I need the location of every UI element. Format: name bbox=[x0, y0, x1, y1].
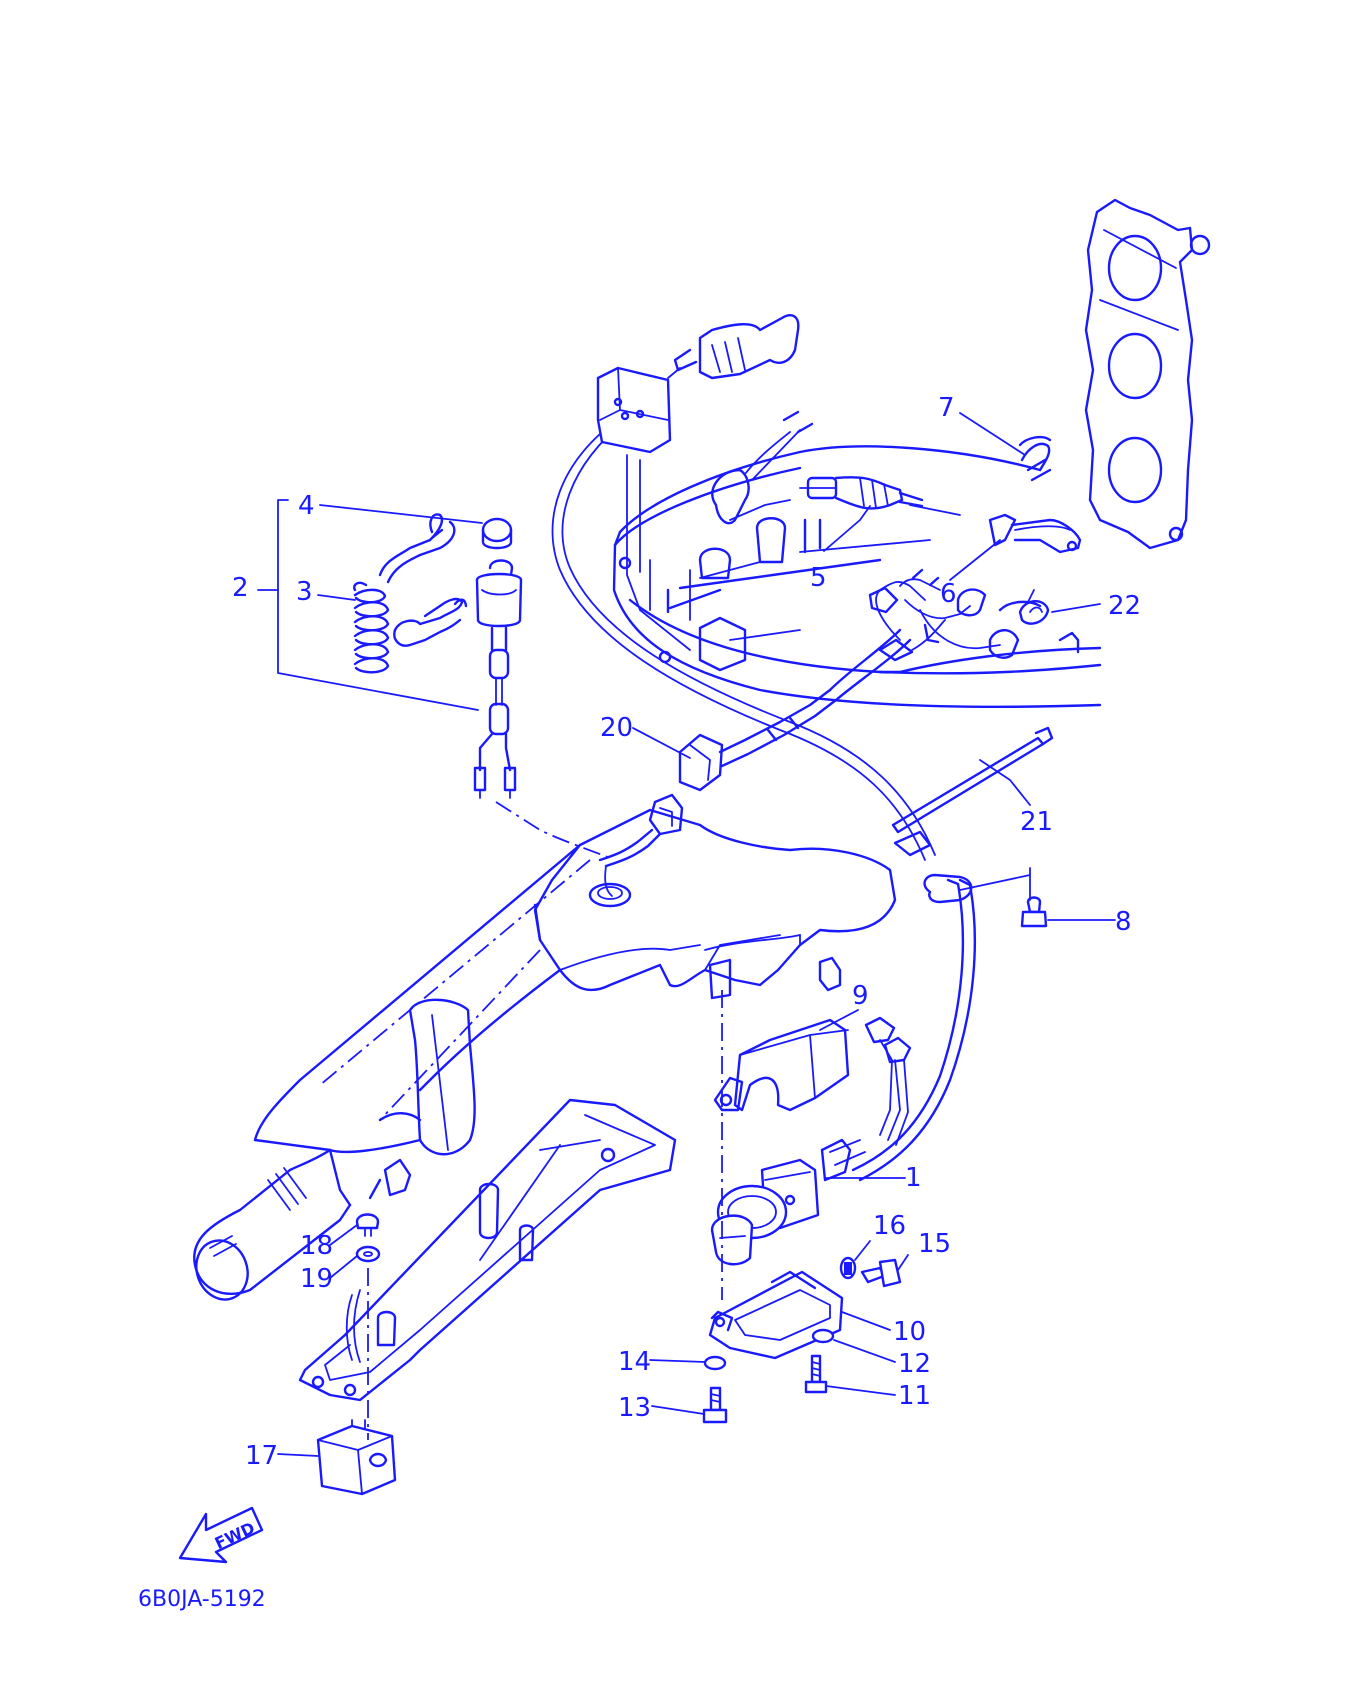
switch-cover bbox=[708, 1270, 844, 1360]
switch-wiring bbox=[711, 410, 961, 525]
stop-switch-assembly bbox=[277, 499, 523, 799]
callout-17: 17 bbox=[245, 1441, 278, 1471]
callout-2: 2 bbox=[232, 573, 249, 603]
drawing-code: 6B0JA-5192 bbox=[138, 1587, 266, 1612]
callout-8: 8 bbox=[1115, 907, 1132, 937]
fasteners bbox=[316, 896, 1048, 1496]
tiller-handle bbox=[193, 808, 897, 1301]
callout-6: 6 bbox=[940, 579, 957, 609]
center-lines bbox=[367, 801, 723, 1440]
callout-15: 15 bbox=[918, 1229, 951, 1259]
engine-stop-cable bbox=[596, 314, 800, 651]
fwd-arrow-icon: FWD bbox=[178, 1506, 264, 1564]
callout-21: 21 bbox=[1020, 807, 1053, 837]
callout-3: 3 bbox=[296, 577, 313, 607]
throttle-cable bbox=[551, 417, 1031, 1182]
main-switch bbox=[710, 1138, 866, 1266]
leader-lines bbox=[257, 412, 1116, 1457]
callout-4: 4 bbox=[298, 491, 315, 521]
callout-labels: 1 2 3 4 5 6 7 8 9 10 11 12 13 14 15 16 1… bbox=[232, 393, 1141, 1471]
callout-20: 20 bbox=[600, 713, 633, 743]
callout-10: 10 bbox=[893, 1317, 926, 1347]
callout-16: 16 bbox=[873, 1211, 906, 1241]
callout-11: 11 bbox=[898, 1381, 931, 1411]
callout-13: 13 bbox=[618, 1393, 651, 1423]
callout-14: 14 bbox=[618, 1347, 651, 1377]
cylinder-gasket bbox=[1084, 198, 1211, 550]
callout-7: 7 bbox=[938, 393, 955, 423]
callout-18: 18 bbox=[300, 1231, 333, 1261]
callout-5: 5 bbox=[810, 563, 827, 593]
wire-harness bbox=[598, 568, 1020, 897]
callout-19: 19 bbox=[300, 1264, 333, 1294]
bracket-plate bbox=[298, 1098, 677, 1402]
callout-22: 22 bbox=[1108, 591, 1141, 621]
electrical-box bbox=[713, 1016, 912, 1146]
callout-1: 1 bbox=[905, 1163, 922, 1193]
callout-9: 9 bbox=[852, 981, 869, 1011]
callout-12: 12 bbox=[898, 1349, 931, 1379]
link-parts bbox=[988, 435, 1082, 625]
bottom-cowling bbox=[612, 445, 1102, 709]
